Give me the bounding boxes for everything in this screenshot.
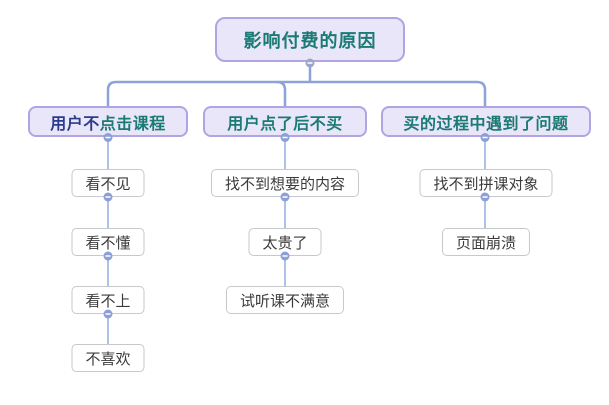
child-label: 太贵了 xyxy=(262,234,308,252)
branch-node-purchase-problems[interactable]: 买的过程中遇到了问题 xyxy=(381,106,591,137)
child-node-no-group-partner[interactable]: 找不到拼课对象 xyxy=(419,169,553,197)
root-node[interactable]: 影响付费的原因 xyxy=(215,17,405,62)
child-node-cant-find-content[interactable]: 找不到想要的内容 xyxy=(210,169,360,197)
child-label: 看不见 xyxy=(85,175,131,193)
child-node-cant-understand[interactable]: 看不懂 xyxy=(71,228,145,256)
child-node-dislike[interactable]: 不喜欢 xyxy=(71,344,145,372)
child-node-too-expensive[interactable]: 太贵了 xyxy=(248,228,322,256)
branch1-label-teal: 点击课程 xyxy=(99,115,166,133)
child-node-page-crash[interactable]: 页面崩溃 xyxy=(441,228,531,256)
child-label: 看不懂 xyxy=(85,234,131,252)
child-label: 找不到拼课对象 xyxy=(433,175,539,193)
root-node-label: 影响付费的原因 xyxy=(243,30,377,51)
child-node-cant-see[interactable]: 看不见 xyxy=(71,169,145,197)
child-label: 试听课不满意 xyxy=(239,292,331,310)
child-node-look-down-on[interactable]: 看不上 xyxy=(71,286,145,314)
branch-node-users-dont-click[interactable]: 用户不点击课程 xyxy=(28,106,188,137)
branch-node-clicked-but-no-buy[interactable]: 用户点了后不买 xyxy=(203,106,367,137)
branch2-label-teal: 用户点了后不买 xyxy=(227,115,343,133)
connector-line-branch2-drop xyxy=(276,80,287,108)
connector-line-main-rail xyxy=(106,80,487,107)
child-label: 不喜欢 xyxy=(85,350,131,368)
branch3-label-teal: 买的过程中遇到了问题 xyxy=(403,115,569,133)
branch1-label-navy: 用户不 xyxy=(50,115,100,133)
child-node-trial-unsatisfied[interactable]: 试听课不满意 xyxy=(225,286,345,314)
child-label: 看不上 xyxy=(85,292,131,310)
child-label: 找不到想要的内容 xyxy=(224,175,346,193)
child-label: 页面崩溃 xyxy=(455,234,517,252)
